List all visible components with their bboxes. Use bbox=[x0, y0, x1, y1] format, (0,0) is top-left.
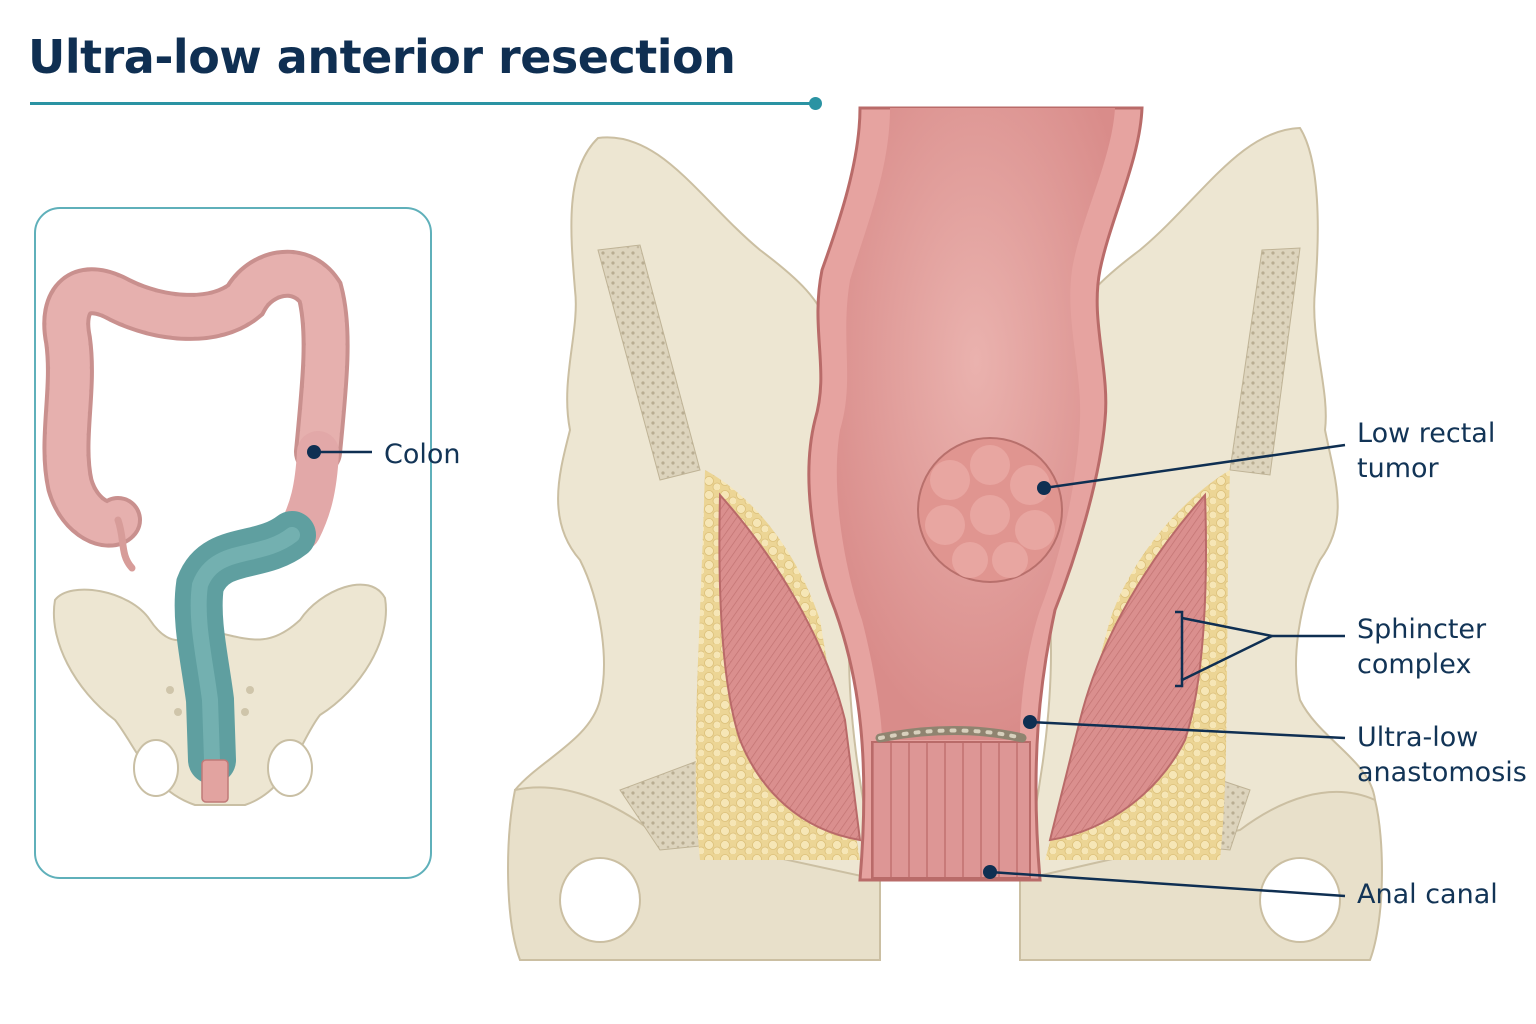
diagram-title: Ultra-low anterior resection bbox=[28, 30, 736, 84]
title-underline bbox=[30, 102, 816, 105]
label-colon: Colon bbox=[384, 439, 461, 470]
label-tumor-line1: Low rectal bbox=[1357, 418, 1496, 449]
label-tumor: Low rectal tumor bbox=[1357, 416, 1495, 486]
inset-rectum-highlight bbox=[174, 511, 316, 803]
sphincter-muscle bbox=[718, 492, 1207, 842]
tumor-mass bbox=[917, 437, 1063, 583]
inset-overview-panel bbox=[34, 207, 432, 879]
label-anastomosis: Ultra-low anastomosis bbox=[1357, 720, 1527, 790]
label-tumor-line2: tumor bbox=[1357, 453, 1439, 484]
label-sphincter: Sphincter complex bbox=[1357, 612, 1486, 682]
leader-lines bbox=[307, 443, 1346, 898]
label-sphincter-line2: complex bbox=[1357, 649, 1472, 680]
label-anastomosis-line1: Ultra-low bbox=[1357, 722, 1479, 753]
title-underline-dot bbox=[809, 97, 822, 110]
staple-line bbox=[875, 726, 1027, 743]
label-anastomosis-line2: anastomosis bbox=[1357, 757, 1527, 788]
label-sphincter-line1: Sphincter bbox=[1357, 614, 1487, 645]
label-anal-canal: Anal canal bbox=[1357, 879, 1498, 910]
